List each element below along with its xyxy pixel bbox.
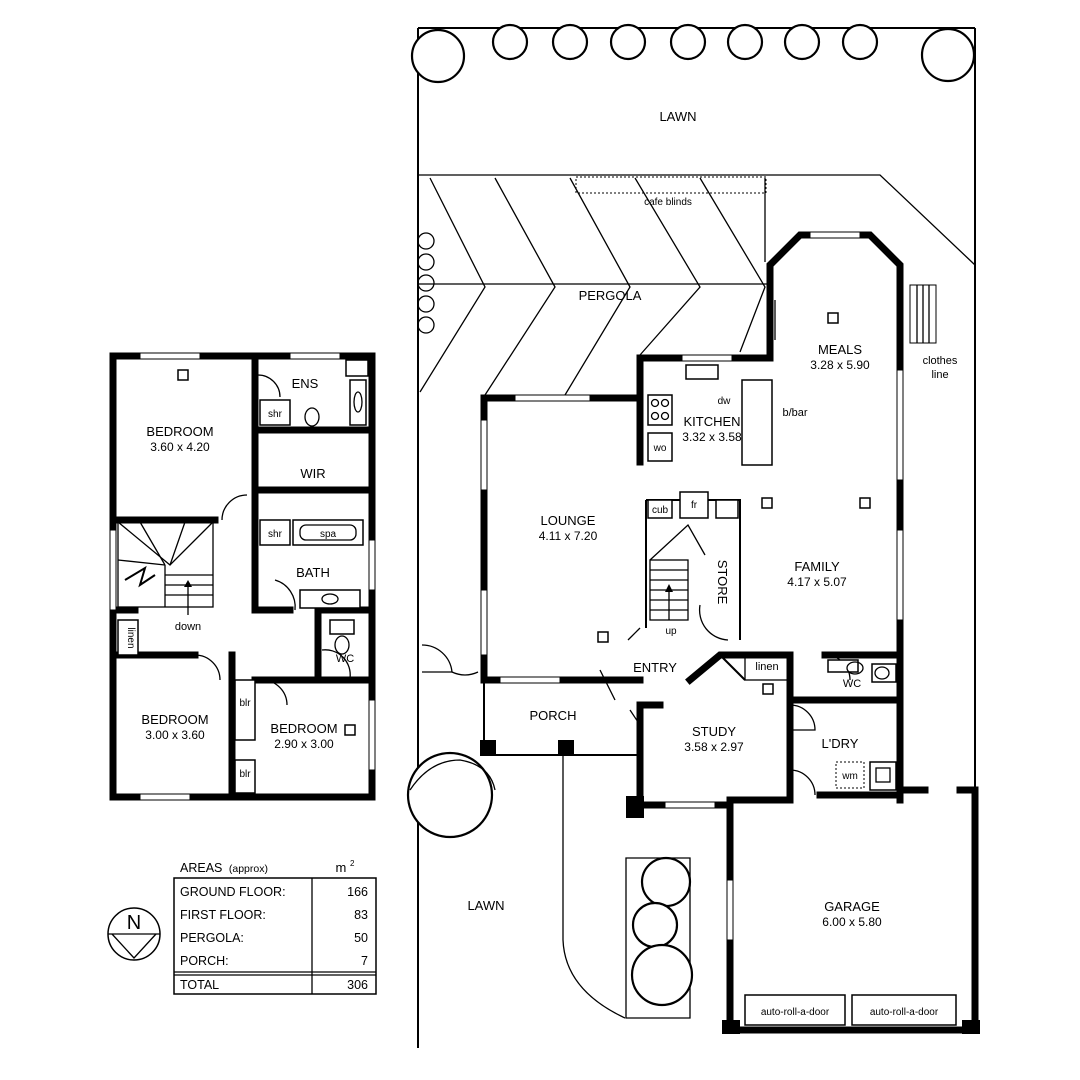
shrubs-left [417, 232, 435, 334]
family-label: FAMILY [794, 559, 840, 574]
study-dims: 3.58 x 2.97 [684, 740, 744, 754]
store-label: STORE [715, 560, 730, 605]
ground-floor-labels: MEALS 3.28 x 5.90 KITCHEN 3.32 x 3.58 dw… [530, 342, 939, 1018]
lounge-label: LOUNGE [541, 513, 596, 528]
areas-title: AREAS (approx) [180, 861, 268, 875]
stairs-down-label: down [175, 621, 201, 633]
linen-label: linen [755, 661, 778, 673]
bedroom-2-dims: 3.00 x 3.60 [145, 728, 205, 742]
areas-row-label: PERGOLA: [180, 931, 244, 945]
compass-label: N [127, 912, 141, 934]
garage-dims: 6.00 x 5.80 [822, 915, 882, 929]
entry-label: ENTRY [633, 660, 677, 675]
bedroom-1-label: BEDROOM [146, 424, 213, 439]
first-floor-labels: ENS shr BEDROOM 3.60 x 4.20 WIR shr spa … [125, 376, 354, 780]
bath-shower-label: shr [268, 529, 283, 540]
ensuite-shower-label: shr [268, 409, 283, 420]
meals-label: MEALS [818, 342, 862, 357]
areas-row-label: PORCH: [180, 954, 229, 968]
ground-floor-stairs [649, 523, 706, 621]
areas-row-value: 50 [354, 931, 368, 945]
north-compass-icon: N [107, 907, 161, 961]
first-floor-doors [194, 374, 351, 706]
first-floor-linen-label: linen [125, 627, 136, 648]
wall-oven-label: wo [653, 443, 667, 454]
rear-trees [410, 23, 976, 84]
spa-label: spa [320, 529, 337, 540]
garage-door-2-label: auto-roll-a-door [870, 1007, 939, 1018]
stairs-up-label: up [665, 626, 677, 637]
first-floor-stairs [117, 521, 214, 615]
ground-wc-label: WC [843, 678, 861, 690]
bath-label: BATH [296, 565, 330, 580]
garage-doors [722, 994, 980, 1034]
meals-dims: 3.28 x 5.90 [810, 358, 870, 372]
fridge-label: fr [691, 500, 698, 511]
cafe-blinds-label: cafe blinds [644, 197, 692, 208]
lounge-dims: 4.11 x 7.20 [539, 529, 598, 543]
ground-floor-wc-laundry [719, 654, 897, 791]
rear-lawn-label: LAWN [659, 109, 696, 124]
areas-total-label: TOTAL [180, 978, 219, 992]
front-garden [406, 751, 694, 1019]
areas-row-label: GROUND FLOOR: [180, 885, 286, 899]
kitchen-label: KITCHEN [683, 414, 740, 429]
areas-row-value: 166 [347, 885, 368, 899]
first-floor-fixtures [117, 359, 369, 794]
first-floor-wc-label: WC [336, 653, 354, 665]
kitchen-dims: 3.32 x 3.58 [682, 430, 742, 444]
bedroom-2-label: BEDROOM [141, 712, 208, 727]
bedroom-3-label: BEDROOM [270, 721, 337, 736]
bedroom-1-dims: 3.60 x 4.20 [150, 440, 210, 454]
family-dims: 4.17 x 5.07 [787, 575, 847, 589]
areas-total-value: 306 [347, 978, 368, 992]
washing-machine-label: wm [841, 771, 858, 782]
areas-row-value: 83 [354, 908, 368, 922]
clothes-line-label-1: clothes [923, 355, 958, 367]
bedroom-3-dims: 2.90 x 3.00 [274, 737, 334, 751]
porch-label: PORCH [530, 708, 577, 723]
front-lawn-label: LAWN [467, 898, 504, 913]
wir-label: WIR [300, 466, 325, 481]
robe-2-label: blr [239, 769, 251, 780]
laundry-label: L'DRY [822, 736, 859, 751]
garage-door-1-label: auto-roll-a-door [761, 1007, 830, 1018]
areas-table: AREAS (approx) m 2 GROUND FLOOR: 166FIRST… [173, 859, 377, 995]
dishwasher-label: dw [718, 396, 732, 407]
pergola-label: PERGOLA [579, 288, 642, 303]
clothes-line-label-2: line [931, 369, 948, 381]
light-markers [177, 312, 871, 736]
breakfast-bar-label: b/bar [782, 407, 807, 419]
clothes-line [909, 284, 937, 344]
robe-1-label: blr [239, 698, 251, 709]
first-floor-windows [109, 352, 376, 801]
areas-row-value: 7 [361, 954, 368, 968]
study-label: STUDY [692, 724, 736, 739]
ground-floor-windows [480, 231, 904, 941]
ensuite-label: ENS [292, 376, 319, 391]
kitchen-fixtures [647, 364, 773, 519]
pergola [417, 174, 976, 396]
areas-unit: m 2 [336, 859, 355, 875]
garage-label: GARAGE [824, 899, 880, 914]
cupboard-label: cub [652, 505, 669, 516]
areas-row-label: FIRST FLOOR: [180, 908, 266, 922]
